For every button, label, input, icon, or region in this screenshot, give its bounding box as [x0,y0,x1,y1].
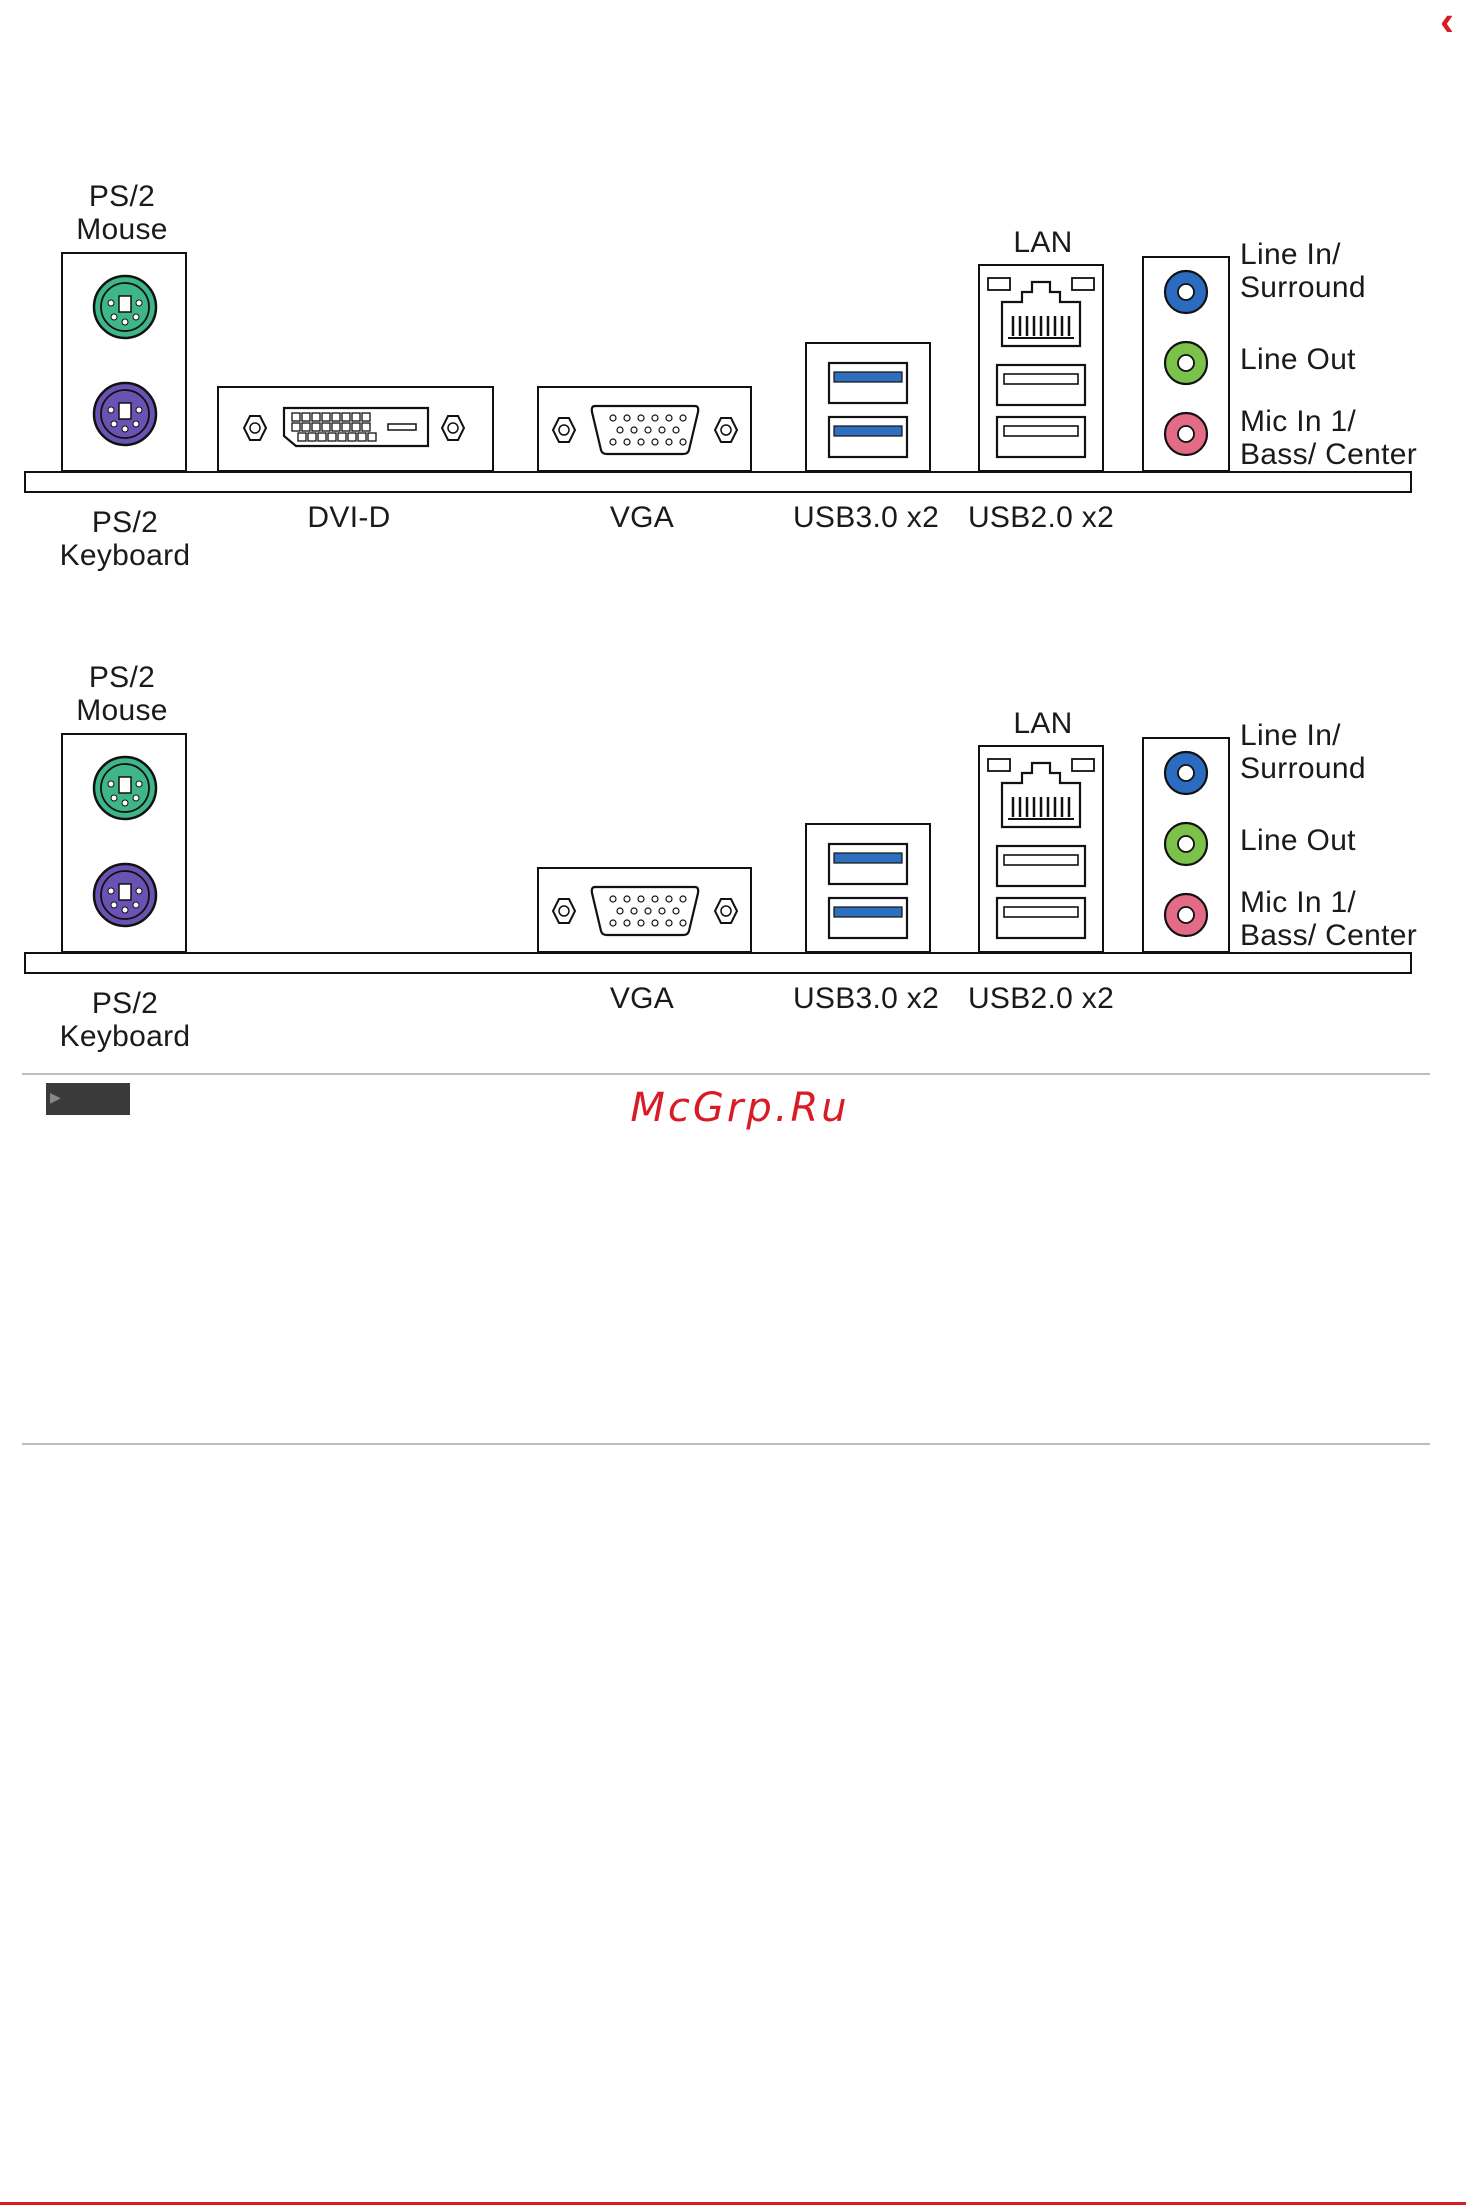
line-in-label: Line In/ Surround [1240,719,1366,785]
usb3-port-bottom-icon [828,416,908,458]
usb3-label: USB3.0 x2 [793,501,939,534]
mic-in-label: Mic In 1/ Bass/ Center [1240,886,1417,952]
ps2-mouse-port-icon [91,754,159,822]
line-out-label: Line Out [1240,343,1356,376]
ps2-keyboard-label: PS/2 Keyboard [60,987,191,1053]
lan-label: LAN [1013,707,1072,740]
vga-label: VGA [610,982,674,1015]
divider [22,1073,1430,1075]
mic-in-jack-icon [1163,411,1209,457]
divider [22,1443,1430,1445]
vga-connector-icon [543,883,747,939]
io-shield-rail [24,471,1412,493]
line-in-jack-icon [1163,269,1209,315]
lan-port-icon [986,274,1096,350]
chevron-left-icon[interactable]: ‹ [1440,0,1454,42]
ps2-mouse-label: PS/2 Mouse [76,180,168,246]
dvi-connector-icon [238,406,474,454]
usb2-port-bottom-icon [996,416,1086,458]
usb3-label: USB3.0 x2 [793,982,939,1015]
ps2-mouse-port-icon [91,273,159,341]
watermark: McGrp.Ru [630,1085,849,1131]
mic-in-jack-icon [1163,892,1209,938]
usb3-port-top-icon [828,362,908,404]
vga-label: VGA [610,501,674,534]
lan-port-icon [986,755,1096,831]
usb2-port-top-icon [996,364,1086,406]
io-shield-rail [24,952,1412,974]
line-in-label: Line In/ Surround [1240,238,1366,304]
line-out-jack-icon [1163,340,1209,386]
usb2-label: USB2.0 x2 [968,982,1114,1015]
usb2-port-bottom-icon [996,897,1086,939]
ps2-mouse-label: PS/2 Mouse [76,661,168,727]
usb2-label: USB2.0 x2 [968,501,1114,534]
page-footer-rule [0,2202,1466,2205]
ps2-keyboard-port-icon [91,380,159,448]
usb2-port-top-icon [996,845,1086,887]
ps2-keyboard-label: PS/2 Keyboard [60,506,191,572]
usb3-port-top-icon [828,843,908,885]
play-icon: ▶ [50,1089,61,1106]
dvi-label: DVI-D [307,501,390,534]
lan-label: LAN [1013,226,1072,259]
vga-connector-icon [543,402,747,458]
line-in-jack-icon [1163,750,1209,796]
usb3-port-bottom-icon [828,897,908,939]
ps2-keyboard-port-icon [91,861,159,929]
mic-in-label: Mic In 1/ Bass/ Center [1240,405,1417,471]
note-tag: ▶ [46,1083,130,1115]
line-out-jack-icon [1163,821,1209,867]
line-out-label: Line Out [1240,824,1356,857]
